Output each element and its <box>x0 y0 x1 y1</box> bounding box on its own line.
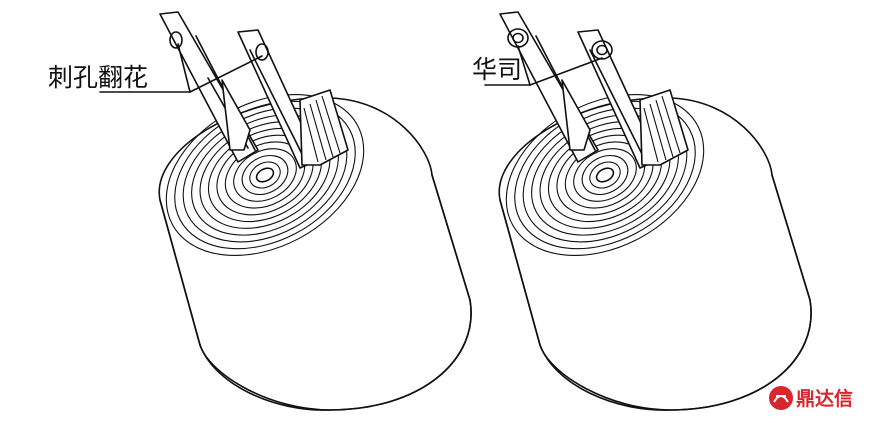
capacitor-left-tab-2 <box>237 29 349 169</box>
capacitor-left-body <box>158 97 472 411</box>
brand-logo: 鼎达信 <box>769 386 853 410</box>
label-right-leader <box>484 45 603 86</box>
label-piercing-flower: 刺孔翻花 <box>48 63 148 92</box>
capacitor-right-tab-2 <box>577 29 689 169</box>
capacitor-left <box>99 11 472 411</box>
capacitor-right-tab-1 <box>499 11 599 163</box>
label-left-leader <box>99 43 263 93</box>
brand-logo-icon <box>769 386 793 410</box>
label-washer: 华司 <box>472 55 522 84</box>
capacitor-right <box>484 11 812 411</box>
capacitor-left-tab-1 <box>159 11 259 163</box>
brand-logo-text: 鼎达信 <box>796 387 853 410</box>
